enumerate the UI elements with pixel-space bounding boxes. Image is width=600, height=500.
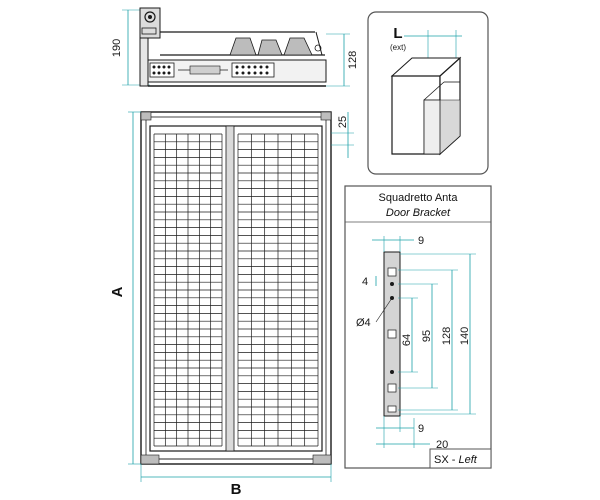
frame-inner	[145, 116, 327, 460]
side-label-sx: SX	[434, 454, 449, 466]
corner-bottom-right	[312, 454, 332, 465]
corner-top-left	[140, 111, 152, 121]
dim-label-bottom-9: 9	[418, 423, 424, 435]
bracket-subtitle: Door Bracket	[386, 207, 451, 219]
cabinet-label-L: L	[393, 25, 402, 42]
dim-label-190: 190	[111, 39, 123, 57]
side-label-dash: -	[449, 454, 459, 466]
door-bracket-panel: Squadretto Anta Door Bracket 9 4 Ø4 64 9…	[344, 185, 492, 469]
hinge-pivot-center	[148, 15, 152, 19]
bracket-panel-border	[344, 185, 492, 469]
basket-item-1	[229, 37, 257, 56]
dim-label-64: 64	[401, 334, 413, 346]
corner-bottom-left	[140, 454, 160, 465]
hinge-pivot	[144, 11, 156, 23]
frame-outer	[140, 111, 332, 465]
runner-holes-right	[231, 62, 275, 78]
basket-divider	[225, 125, 235, 452]
dim-label-A: A	[109, 286, 126, 297]
cabinet-label-ext: (ext)	[390, 43, 406, 52]
bracket-slot-2	[387, 329, 397, 339]
box-opening	[423, 99, 441, 155]
dim-label-128: 128	[347, 51, 359, 69]
runner-hole-grid-right	[235, 65, 269, 75]
side-label-en: Left	[458, 454, 477, 466]
runner-hole-grid-left	[152, 65, 171, 75]
basket-item-3	[283, 37, 313, 56]
dim-label-4: 4	[362, 276, 368, 288]
hinge-slot	[141, 27, 157, 35]
wire-grid-right	[237, 133, 319, 447]
basket-item-2	[257, 39, 283, 56]
leader-hole	[375, 297, 393, 323]
bracket-slot-4	[387, 405, 397, 413]
bracket-slot-1	[387, 267, 397, 277]
bracket-slot-3	[387, 383, 397, 393]
corner-top-right	[320, 111, 332, 121]
box-opening-edge	[423, 81, 445, 101]
runner-carriage	[189, 65, 221, 75]
dim-label-95: 95	[421, 330, 433, 342]
dim-label-128b: 128	[441, 327, 453, 345]
dim-label-25: 25	[337, 116, 349, 128]
runner-holes-left	[149, 62, 175, 78]
front-view: A B 25	[109, 111, 354, 498]
basket-knob	[314, 44, 322, 52]
dim-label-hole: Ø4	[356, 317, 371, 329]
dim-label-140: 140	[459, 327, 471, 345]
bracket-title: Squadretto Anta	[379, 192, 459, 204]
door-panel-side	[139, 37, 149, 87]
dim-label-top-9: 9	[418, 235, 424, 247]
bracket-hole-1	[390, 282, 394, 286]
dim-label-bottom-20: 20	[436, 439, 448, 451]
basket-handle	[315, 31, 323, 56]
wire-grid-left	[153, 133, 223, 447]
bracket-hole-3	[390, 370, 394, 374]
dim-label-B: B	[231, 481, 242, 498]
side-label-box	[429, 448, 492, 469]
cabinet-box-panel: L (ext)	[367, 11, 489, 175]
basket-border	[149, 125, 323, 452]
side-view: 190 128	[111, 7, 359, 87]
side-label: SX - Left	[434, 454, 478, 466]
